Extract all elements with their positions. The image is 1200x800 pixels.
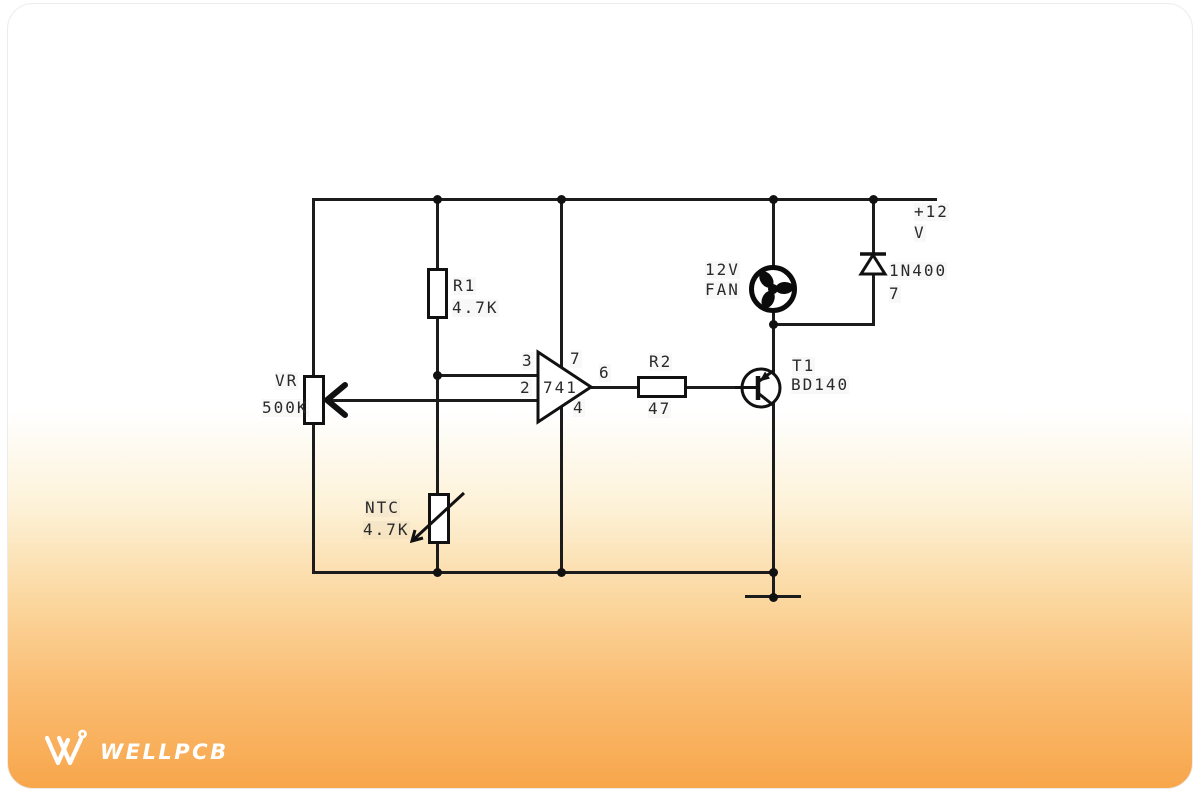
junction-dot (769, 195, 778, 204)
wire-r1-to-ntc (436, 317, 439, 495)
fan-icon (749, 265, 797, 313)
wire-pin3-input (436, 374, 540, 377)
supply-voltage-label-2: V (914, 223, 926, 242)
wire-left-upper (312, 198, 315, 377)
resistor-r2-body (637, 376, 687, 398)
resistor-r1-body (427, 268, 448, 319)
opamp-part-label: 741 (543, 378, 578, 397)
junction-dot (869, 195, 878, 204)
wellpcb-w-icon (44, 729, 87, 766)
ntc-value-label: 4.7K (363, 520, 410, 539)
diode-label-line2: 7 (889, 284, 901, 303)
wire-r1-top (436, 198, 439, 270)
junction-dot (557, 568, 566, 577)
wire-diode-bottom (872, 272, 875, 326)
wire-collector-down (772, 403, 775, 573)
fan-label-line2: FAN (705, 280, 740, 299)
fan-label-line1: 12V (705, 260, 740, 279)
junction-dot (433, 568, 442, 577)
junction-dot (769, 320, 778, 329)
opamp-triangle (536, 349, 594, 425)
wire-ntc-bottom (436, 542, 439, 574)
wire-opamp-output (590, 386, 638, 389)
opamp-pin7-label: 7 (570, 349, 582, 368)
opamp-pin2-label: 2 (520, 378, 532, 397)
wire-fan-bottom (772, 309, 775, 326)
opamp-pin6-label: 6 (599, 363, 611, 382)
wire-pin2-input (326, 399, 540, 402)
wire-fan-to-diode (772, 323, 875, 326)
junction-dot (433, 371, 442, 380)
thermistor-diagonal-arrow (409, 491, 466, 544)
supply-voltage-label: +12 (914, 202, 949, 221)
wire-top-rail (312, 198, 937, 201)
schematic-canvas: +12 V R1 4.7K VR 500K NTC 4.7K 3 2 7 4 6… (8, 4, 1192, 788)
r1-value-label: 4.7K (452, 298, 499, 317)
junction-dot (769, 568, 778, 577)
diode-1n4007-symbol (858, 252, 888, 276)
wire-fan-top (772, 198, 775, 269)
vr-ref-label: VR (275, 371, 299, 390)
junction-dot (557, 195, 566, 204)
potentiometer-wiper-arrow (324, 382, 348, 418)
opamp-pin3-label: 3 (522, 351, 534, 370)
circuit-card: +12 V R1 4.7K VR 500K NTC 4.7K 3 2 7 4 6… (7, 3, 1193, 789)
t1-value-label: BD140 (791, 375, 850, 394)
wire-ground-stem (772, 571, 775, 598)
junction-dot (769, 593, 778, 602)
wire-diode-top (872, 198, 875, 256)
transistor-t1-symbol (735, 367, 782, 409)
junction-dot (433, 195, 442, 204)
wire-left-lower (312, 423, 315, 574)
potentiometer-vr-body (303, 375, 325, 425)
r2-ref-label: R2 (649, 352, 673, 371)
r1-ref-label: R1 (453, 276, 477, 295)
wire-bottom-rail (312, 571, 775, 574)
vr-value-label: 500K (262, 398, 309, 417)
wire-r2-to-base (684, 386, 744, 389)
t1-ref-label: T1 (792, 356, 816, 375)
brand-name: WELLPCB (100, 740, 229, 764)
ntc-ref-label: NTC (365, 498, 400, 517)
r2-value-label: 47 (648, 399, 672, 418)
diode-label-line1: 1N400 (889, 261, 948, 280)
wire-emitter-up (772, 323, 775, 373)
opamp-pin4-label: 4 (573, 398, 585, 417)
thermistor-ntc-body (428, 493, 450, 544)
